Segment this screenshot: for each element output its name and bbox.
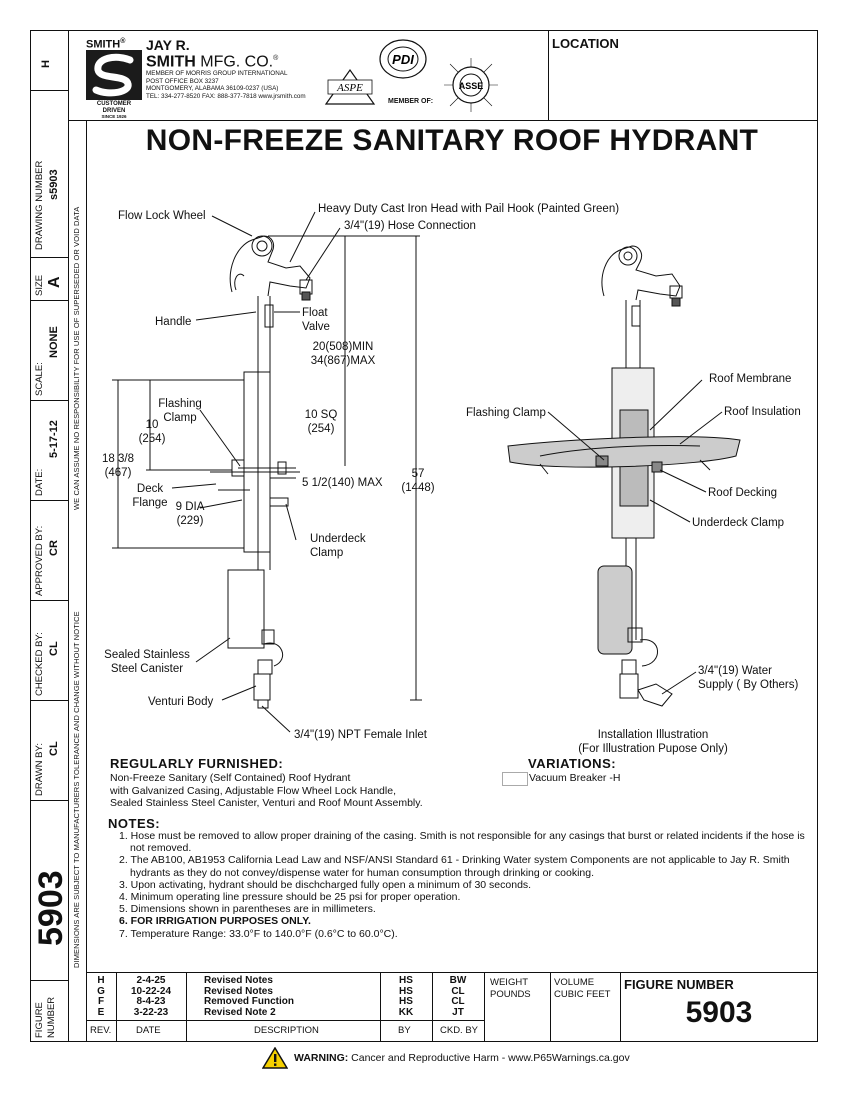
size-label: SIZE: [34, 274, 45, 296]
scale-value: NONE: [48, 326, 60, 358]
pdi-logo-icon: PDI: [379, 39, 427, 79]
drawing-frame: [30, 30, 818, 1042]
hdr-date: DATE: [136, 1025, 161, 1036]
brand-small: SMITH®: [86, 38, 126, 51]
figure-label-1: FIGURE: [34, 1002, 45, 1038]
r-callout-roof-insulation: Roof Insulation: [724, 406, 801, 418]
drawing-number: s5903: [48, 169, 60, 200]
hdr-description: DESCRIPTION: [254, 1025, 319, 1036]
callout-hose-connection: 3/4"(19) Hose Connection: [344, 220, 476, 232]
drawing-number-label: DRAWING NUMBER: [34, 160, 45, 250]
size-value: A: [46, 276, 63, 288]
checked-label: CHECKED BY:: [34, 632, 45, 696]
member-of: MEMBER OF:: [388, 98, 434, 105]
svg-text:PDI: PDI: [392, 52, 414, 67]
furnished-heading: REGULARLY FURNISHED:: [110, 756, 284, 771]
hydrant-elevation-drawing: [112, 211, 422, 733]
note-strip-divider: [86, 120, 87, 1042]
furnished-body: Non-Freeze Sanitary (Self Contained) Roo…: [110, 772, 423, 809]
r-callout-flashing-clamp: Flashing Clamp: [466, 407, 546, 419]
callout-flow-lock-wheel: Flow Lock Wheel: [118, 210, 206, 222]
variations-heading: VARIATIONS:: [528, 756, 617, 771]
drawn-label: DRAWN BY:: [34, 743, 45, 796]
dim-9-dia: 9 DIA(229): [175, 501, 205, 527]
dim-57: 57(1448): [401, 468, 435, 494]
r-callout-underdeck-clamp: Underdeck Clamp: [692, 517, 785, 529]
header-divider: [68, 120, 818, 121]
variation-checkbox[interactable]: [502, 772, 528, 786]
aspe-logo-icon: ASPE: [324, 68, 376, 105]
date-label: DATE:: [34, 468, 45, 496]
tolerance-note: DIMENSIONS ARE SUBJECT TO MANUFACTURERS …: [72, 611, 81, 968]
r-callout-roof-decking: Roof Decking: [708, 487, 778, 499]
scale-label: SCALE:: [34, 362, 45, 396]
hdr-rev: REV.: [90, 1025, 112, 1036]
svg-text:ASPE: ASPE: [336, 82, 363, 94]
approved-label: APPROVED BY:: [34, 525, 45, 596]
svg-text:ASSE: ASSE: [459, 81, 484, 91]
notes-list: 1. Hose must be removed to allow proper …: [108, 830, 818, 940]
variation-item: Vacuum Breaker -H: [529, 772, 621, 784]
note-item: 6. FOR IRRIGATION PURPOSES ONLY.: [119, 915, 311, 928]
supersede-note: WE CAN ASSUME NO RESPONSIBILITY FOR USE …: [72, 206, 81, 510]
figure-number: 5903: [685, 996, 753, 1029]
hdr-by: BY: [398, 1025, 411, 1036]
warning-triangle-icon: [262, 1047, 288, 1069]
company-name-line2: SMITH MFG. CO.®: [146, 53, 279, 71]
notes-heading: NOTES:: [108, 816, 161, 831]
approved-value: CR: [48, 540, 60, 556]
location-label: LOCATION: [552, 36, 619, 51]
drawn-value: CL: [48, 741, 60, 756]
dim-10-sq: 10 SQ(254): [304, 409, 338, 435]
page-title: NON-FREEZE SANITARY ROOF HYDRANT: [145, 124, 759, 157]
callout-head: Heavy Duty Cast Iron Head with Pail Hook…: [318, 203, 620, 215]
side-strip-divider: [68, 30, 69, 1042]
r-callout-roof-membrane: Roof Membrane: [709, 373, 792, 385]
note-item: 7. Temperature Range: 33.0°F to 140.0°F …: [119, 927, 398, 940]
dim-10: 10(254): [138, 419, 166, 445]
note-item: 5. Dimensions shown in parentheses are i…: [119, 903, 376, 916]
date-value: 5-17-12: [48, 420, 60, 458]
dim-18: 18 3/8(467): [102, 453, 134, 479]
installation-illustration: [507, 245, 741, 707]
callout-venturi-body: Venturi Body: [148, 696, 214, 708]
company-name-line1: JAY R.: [146, 37, 190, 53]
callout-handle: Handle: [155, 316, 192, 328]
big-figure-number: 5903: [32, 870, 70, 946]
location-divider: [548, 30, 549, 120]
checked-value: CL: [48, 641, 60, 656]
smith-s-logo-icon: [86, 50, 142, 100]
figure-label-2: NUMBER: [46, 996, 57, 1038]
prop65-warning: WARNING: Cancer and Reproductive Harm - …: [262, 1047, 630, 1069]
note-item: 3. Upon activating, hydrant should be di…: [119, 878, 532, 891]
hdr-ckd-by: CKD. BY: [440, 1025, 479, 1036]
note-item: 1. Hose must be removed to allow proper …: [119, 830, 805, 855]
note-item: 4. Minimum operating line pressure shoul…: [119, 891, 461, 904]
dim-5-half: 5 1/2(140) MAX: [302, 477, 383, 489]
asse-logo-icon: ASSE: [444, 58, 498, 112]
callout-inlet: 3/4"(19) NPT Female Inlet: [294, 729, 427, 741]
figure-number-label: FIGURE NUMBER: [624, 977, 734, 992]
rev-letter: H: [40, 60, 52, 68]
note-item: 2. The AB100, AB1953 California Lead Law…: [119, 854, 790, 879]
company-address: MEMBER OF MORRIS GROUP INTERNATIONAL POS…: [146, 70, 306, 100]
installation-caption: Installation Illustration(For Illustrati…: [578, 729, 728, 755]
